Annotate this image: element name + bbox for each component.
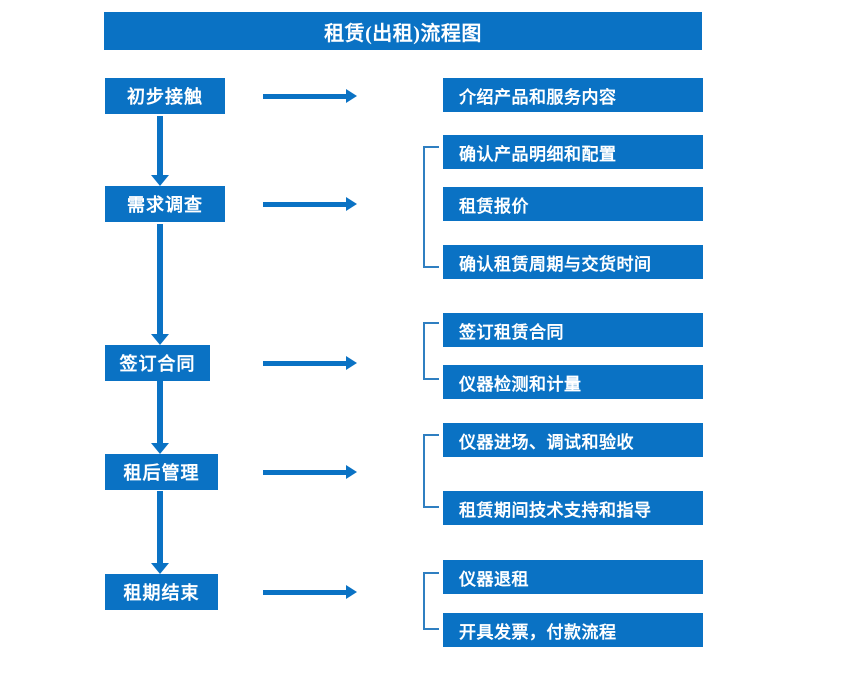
right-arrow-demand-survey (263, 197, 357, 211)
bracket-sign-contract-group (423, 322, 439, 380)
detail-box-invoice-payment[interactable]: 开具发票，付款流程 (443, 613, 703, 647)
detail-box-technical-support[interactable]: 租赁期间技术支持和指导 (443, 491, 703, 525)
detail-box-instrument-return[interactable]: 仪器退租 (443, 560, 703, 594)
right-arrow-rental-end (263, 585, 357, 599)
detail-box-instrument-installation[interactable]: 仪器进场、调试和验收 (443, 423, 703, 457)
right-arrow-sign-contract (263, 356, 357, 370)
stage-box-post-rental-management[interactable]: 租后管理 (105, 454, 218, 490)
detail-box-sign-rental-contract[interactable]: 签订租赁合同 (443, 313, 703, 347)
right-arrow-initial-contact (263, 89, 357, 103)
bracket-demand-survey-group (423, 146, 439, 268)
detail-box-confirm-rental-period[interactable]: 确认租赁周期与交货时间 (443, 245, 703, 279)
down-arrow-survey-to-contract (151, 224, 169, 345)
page-title: 租赁(出租)流程图 (104, 12, 702, 50)
down-arrow-management-to-end (151, 491, 169, 574)
detail-box-instrument-inspection[interactable]: 仪器检测和计量 (443, 365, 703, 399)
down-arrow-contact-to-survey (151, 116, 169, 186)
bracket-rental-end-group (423, 572, 439, 630)
detail-box-introduce-products[interactable]: 介绍产品和服务内容 (443, 78, 703, 112)
stage-box-rental-end[interactable]: 租期结束 (105, 574, 218, 610)
bracket-post-rental-group (423, 434, 439, 508)
right-arrow-post-rental-management (263, 465, 357, 479)
detail-box-rental-quote[interactable]: 租赁报价 (443, 187, 703, 221)
stage-box-initial-contact[interactable]: 初步接触 (105, 78, 225, 114)
detail-box-confirm-product-details[interactable]: 确认产品明细和配置 (443, 135, 703, 169)
stage-box-sign-contract[interactable]: 签订合同 (105, 345, 210, 381)
stage-box-demand-survey[interactable]: 需求调查 (105, 186, 225, 222)
down-arrow-contract-to-management (151, 381, 169, 454)
